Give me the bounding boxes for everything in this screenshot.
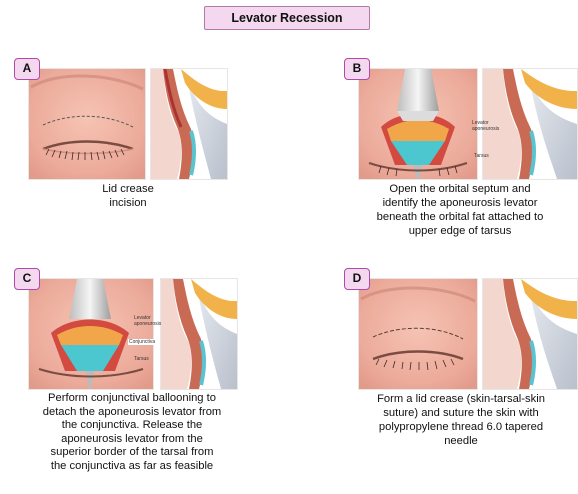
cross-section-d — [482, 278, 578, 390]
label-aponeurosis: aponeurosis — [134, 321, 161, 327]
caption-line: Form a lid crease (skin-tarsal-skin — [348, 392, 574, 406]
label-tarsus-b: Tarsus — [474, 153, 489, 159]
anatomy-labels-b: Levator aponeurosis — [472, 120, 499, 132]
eye-illustration-a — [28, 68, 146, 180]
eye-illustration-d — [358, 278, 478, 390]
panel-letter-c: C — [14, 268, 40, 290]
panel-letter-b: B — [344, 58, 370, 80]
caption-line: Perform conjunctival ballooning to — [18, 392, 246, 406]
caption-line: incision — [28, 196, 228, 210]
caption-d: Form a lid crease (skin-tarsal-skin sutu… — [348, 392, 574, 448]
caption-line: Open the orbital septum and — [340, 182, 578, 196]
caption-line: beneath the orbital fat attached to — [340, 210, 578, 224]
caption-line: the conjunctiva. Release the — [18, 419, 246, 433]
caption-b: Open the orbital septum and identify the… — [340, 182, 578, 238]
label-tarsus-c: Tarsus — [134, 356, 149, 362]
label-aponeurosis: aponeurosis — [472, 126, 499, 132]
caption-line: polypropylene thread 6.0 tapered — [348, 420, 574, 434]
caption-c: Perform conjunctival ballooning to detac… — [18, 392, 246, 474]
caption-line: Lid crease — [28, 182, 228, 196]
caption-line: identify the aponeurosis levator — [340, 196, 578, 210]
label-conjunctiva-c: Conjunctiva — [128, 339, 156, 345]
anatomy-labels-c: Levator aponeurosis — [134, 315, 161, 327]
caption-line: suture) and suture the skin with — [348, 406, 574, 420]
caption-line: aponeurosis levator from the — [18, 433, 246, 447]
cross-section-a — [150, 68, 228, 180]
panel-letter-d: D — [344, 268, 370, 290]
caption-line: needle — [348, 434, 574, 448]
caption-a: Lid crease incision — [28, 182, 228, 210]
caption-line: superior border of the tarsal from — [18, 446, 246, 460]
eye-illustration-c — [28, 278, 154, 390]
cross-section-c — [160, 278, 238, 390]
caption-line: upper edge of tarsus — [340, 224, 578, 238]
eye-illustration-b — [358, 68, 478, 180]
figure-title: Levator Recession — [204, 6, 370, 30]
panel-letter-a: A — [14, 58, 40, 80]
caption-line: detach the aponeurosis levator from — [18, 406, 246, 420]
caption-line: the conjunctiva as far as feasible — [18, 460, 246, 474]
